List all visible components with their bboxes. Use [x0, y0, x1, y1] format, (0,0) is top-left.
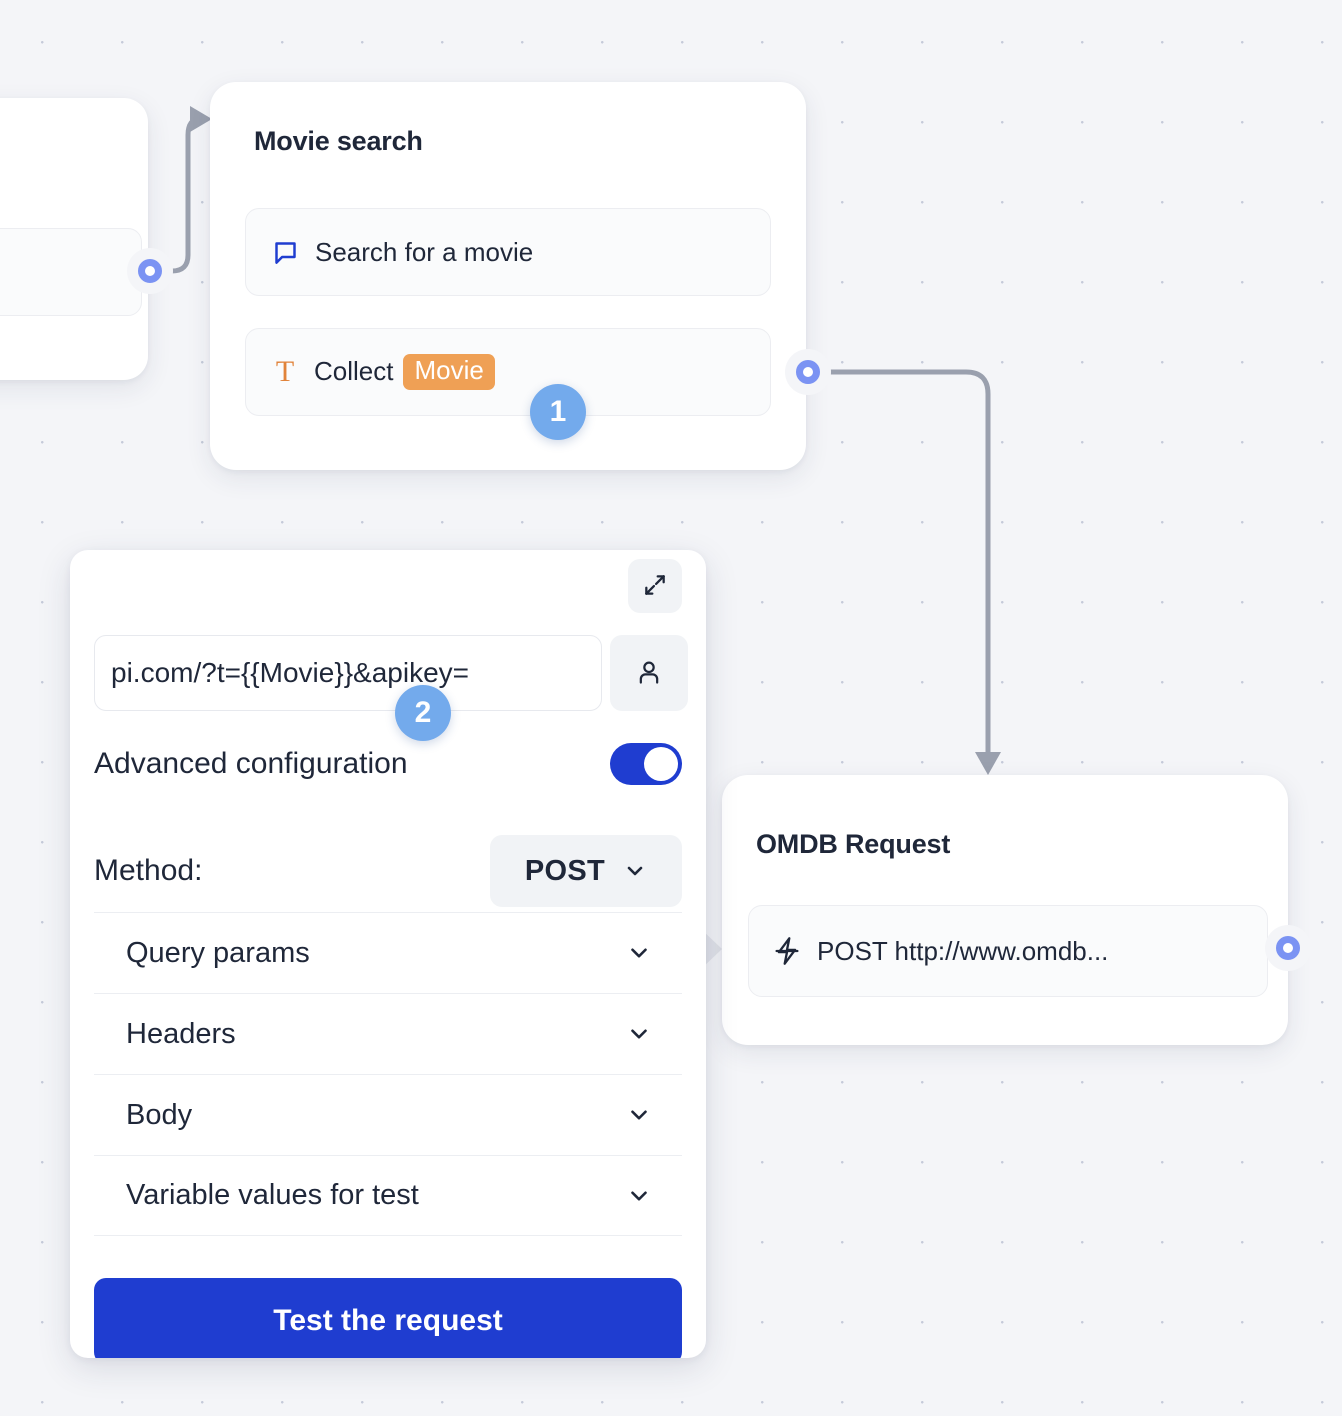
config-accordion: Query params Headers Body	[94, 912, 682, 1236]
method-value: POST	[524, 854, 606, 887]
accordion-item-headers[interactable]: Headers	[94, 993, 682, 1074]
accordion-label: Query params	[126, 936, 310, 969]
chevron-down-icon	[626, 940, 652, 966]
node-title-movie-search: Movie search	[254, 126, 423, 156]
chevron-down-icon	[623, 859, 647, 883]
lightning-bolt-icon	[773, 936, 801, 966]
connector-dot-omdb-output[interactable]	[1265, 925, 1311, 971]
connector-dot-movie-search-output[interactable]	[785, 349, 831, 395]
step-badge-2: 2	[395, 685, 451, 741]
accordion-label: Headers	[126, 1017, 236, 1050]
expand-diagonal-icon	[642, 572, 668, 601]
method-label: Method:	[94, 854, 203, 887]
auth-user-button[interactable]	[610, 635, 688, 711]
chevron-down-icon	[626, 1021, 652, 1047]
accordion-label: Body	[126, 1098, 193, 1131]
node-card-movie-search[interactable]: Movie search Search for a movie T Collec…	[210, 82, 806, 470]
test-the-request-button[interactable]: Test the request	[94, 1278, 682, 1358]
node-row-search-for-a-movie[interactable]: Search for a movie	[245, 208, 771, 296]
chevron-down-icon	[626, 1183, 652, 1209]
accordion-item-body[interactable]: Body	[94, 1074, 682, 1155]
node-row-post-request[interactable]: POST http://www.omdb...	[748, 905, 1268, 997]
method-dropdown[interactable]: POST	[490, 835, 682, 907]
upstream-node-row[interactable]	[0, 228, 142, 316]
node-row-label-wrapper: Collect Movie	[314, 354, 495, 390]
node-title-omdb-request: OMDB Request	[756, 829, 951, 859]
node-card-omdb-request[interactable]: OMDB Request POST http://www.omdb...	[722, 775, 1288, 1045]
accordion-item-query-params[interactable]: Query params	[94, 912, 682, 993]
variable-chip: Movie	[403, 354, 495, 390]
request-config-panel[interactable]: Advanced configuration Method: POST Quer…	[70, 550, 706, 1358]
node-row-label: POST http://www.omdb...	[817, 935, 1109, 966]
person-icon	[635, 658, 663, 689]
connector-dot-upstream[interactable]	[127, 248, 173, 294]
method-row: Method: POST	[94, 835, 682, 907]
advanced-configuration-row: Advanced configuration	[94, 743, 682, 785]
node-row-label: Collect	[314, 356, 394, 387]
chat-bubble-icon	[272, 239, 299, 266]
node-row-label: Search for a movie	[315, 236, 534, 267]
upstream-node-card[interactable]	[0, 98, 148, 380]
chevron-down-icon	[626, 1102, 652, 1128]
expand-panel-button[interactable]	[628, 559, 682, 613]
accordion-item-variable-values-for-test[interactable]: Variable values for test	[94, 1155, 682, 1236]
node-row-collect-movie[interactable]: T Collect Movie	[245, 328, 771, 416]
text-t-icon: T	[275, 355, 295, 388]
advanced-configuration-label: Advanced configuration	[94, 747, 408, 780]
request-url-input[interactable]	[94, 635, 602, 711]
accordion-label: Variable values for test	[126, 1179, 419, 1211]
url-row	[94, 635, 688, 711]
advanced-configuration-toggle[interactable]	[610, 743, 682, 785]
step-badge-1: 1	[530, 384, 586, 440]
